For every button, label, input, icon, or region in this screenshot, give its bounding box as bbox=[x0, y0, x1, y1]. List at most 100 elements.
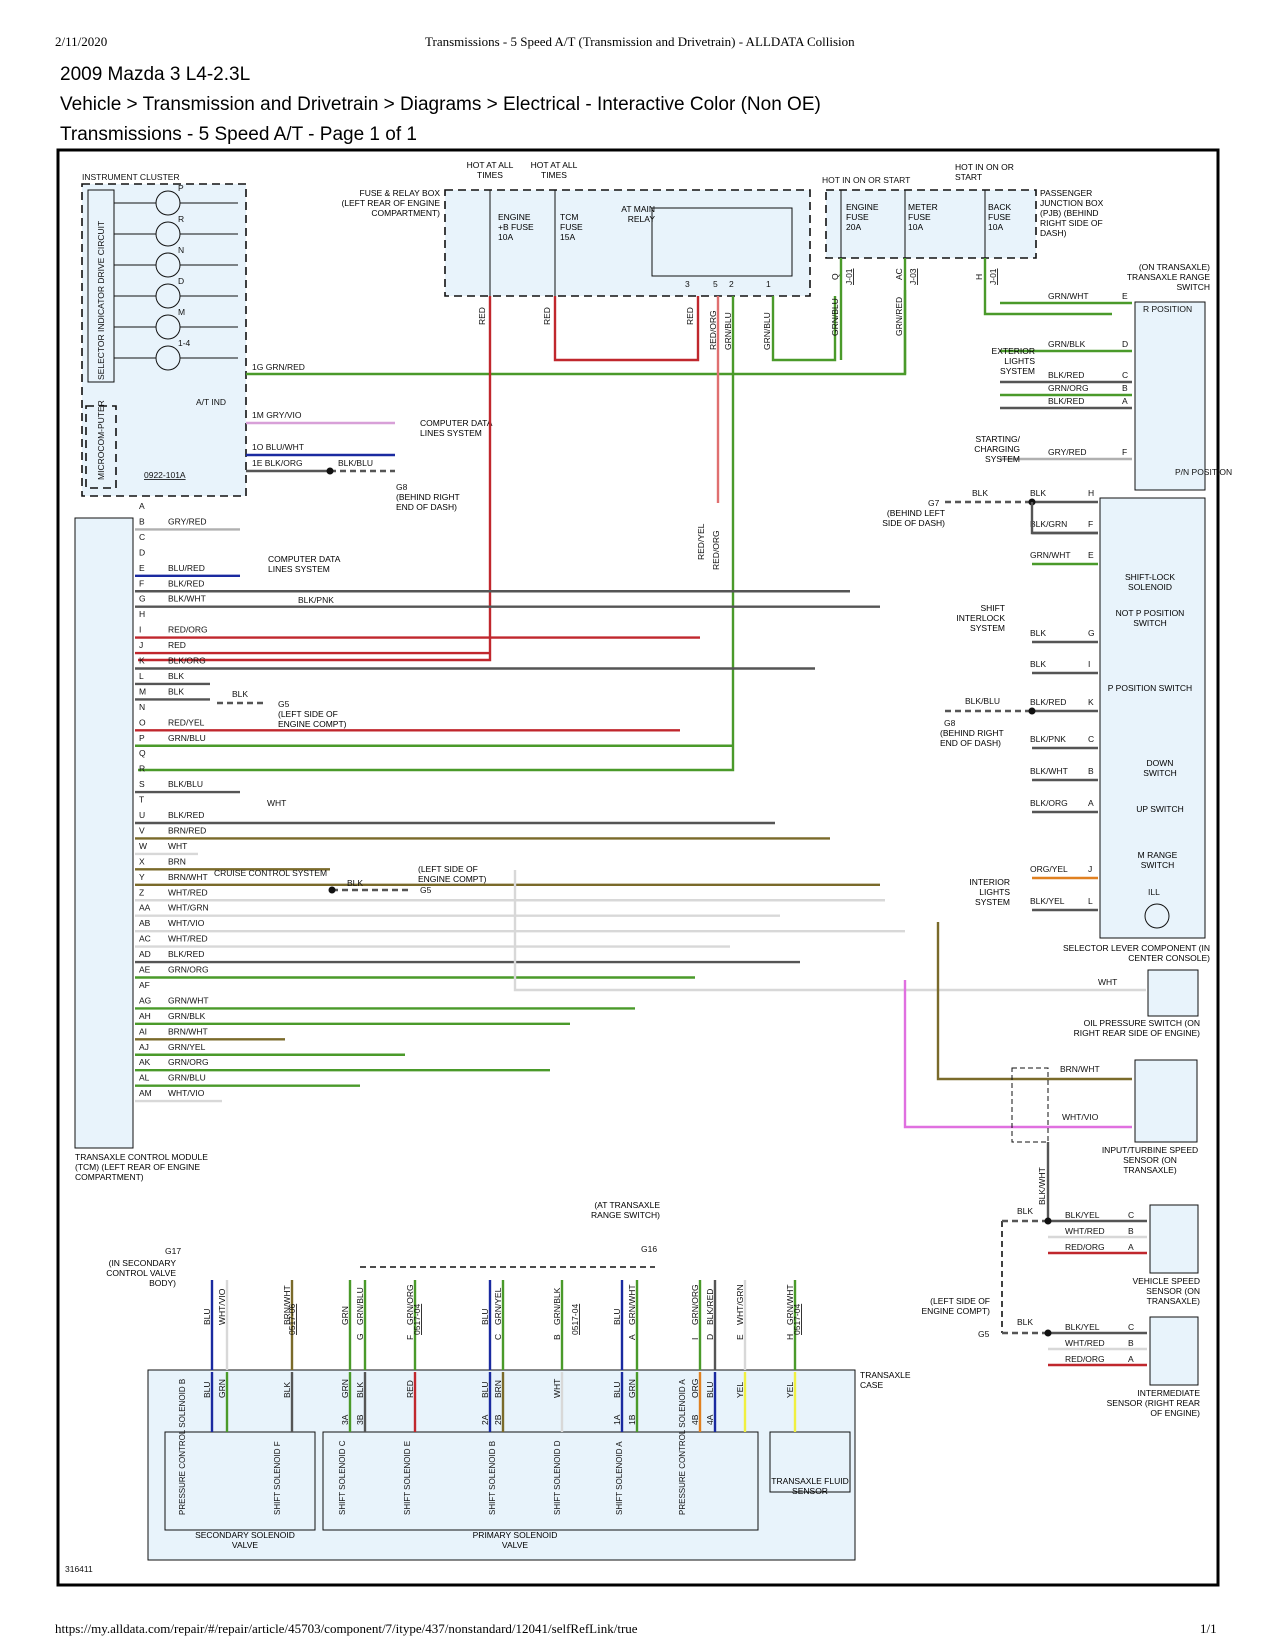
internal-wire-label: YEL bbox=[785, 1382, 795, 1398]
g8-ground-label: G8 bbox=[396, 482, 408, 492]
x-ground-location: (LEFT SIDE OF ENGINE COMPT) bbox=[418, 864, 487, 884]
pjb-hot-2: HOT IN ON OR START bbox=[955, 162, 1014, 182]
solenoid-label: SHIFT SOLENOID A bbox=[615, 1441, 624, 1515]
lever-wire-label: BLK bbox=[1030, 628, 1046, 638]
tcm-pin-letter: F bbox=[139, 578, 144, 588]
sensor-wire-label: RED/ORG bbox=[1065, 1242, 1105, 1252]
x-ground-wire: BLK bbox=[347, 878, 363, 888]
tcm-wire-label: BLU/RED bbox=[168, 563, 205, 573]
down-switch: DOWN SWITCH bbox=[1143, 758, 1177, 778]
pjb-pin-q: Q bbox=[830, 273, 840, 280]
tcm-pin-letter: O bbox=[139, 717, 146, 727]
sensor-pin-letter: C bbox=[1128, 1210, 1134, 1220]
pjb-title: PASSENGER JUNCTION BOX (PJB) (BEHIND RIG… bbox=[1040, 188, 1104, 238]
range-switch-title: (ON TRANSAXLE) TRANSAXLE RANGE SWITCH bbox=[1126, 262, 1210, 292]
harness-connector-label: 0517-04 bbox=[412, 1304, 422, 1335]
harness-wire-red-yel: RED/YEL bbox=[696, 523, 706, 560]
breadcrumb[interactable]: Vehicle > Transmission and Drivetrain > … bbox=[60, 94, 821, 115]
internal-wire-label: BLU bbox=[202, 1381, 212, 1398]
external-wire-label: GRN/ORG bbox=[690, 1284, 700, 1325]
internal-wire-label: GRN bbox=[340, 1379, 350, 1398]
harness-wire-red-org: RED/ORG bbox=[711, 530, 721, 570]
pjb-conn-ac: J-03 bbox=[908, 268, 918, 285]
range-wire-label: BLK/RED bbox=[1048, 396, 1084, 406]
illumination-bulb-icon bbox=[1144, 903, 1170, 929]
shift-interlock-label: SHIFT INTERLOCK SYSTEM bbox=[956, 603, 1005, 633]
cruise-control-label: CRUISE CONTROL SYSTEM bbox=[214, 868, 327, 878]
internal-wire-label: BLU bbox=[705, 1381, 715, 1398]
tcm-wire-label: GRN/ORG bbox=[168, 965, 209, 975]
internal-wire-label: BRN bbox=[493, 1380, 503, 1398]
internal-wire-label: BLK bbox=[355, 1382, 365, 1398]
sensor-pin-letter: A bbox=[1128, 1242, 1134, 1252]
solenoid-label: PRESSURE CONTROL SOLENOID A bbox=[678, 1379, 687, 1515]
external-wire-label: GRN/ORG bbox=[405, 1284, 415, 1325]
tcm-pin-letter: Y bbox=[139, 872, 145, 882]
lever-pin-letter: B bbox=[1088, 766, 1094, 776]
g8-label: G8 bbox=[944, 718, 956, 728]
wire-brn-wht-turbine bbox=[936, 922, 1132, 1081]
internal-pin-label: 4A bbox=[705, 1414, 715, 1425]
lm-ground-wire: BLK bbox=[232, 689, 248, 699]
tcm-wire-label: WHT/VIO bbox=[168, 918, 205, 928]
pin-1o: 1O BLU/WHT bbox=[252, 442, 304, 452]
pin-1e: 1E BLK/ORG bbox=[252, 458, 303, 468]
internal-wire-label: YEL bbox=[735, 1382, 745, 1398]
pin-1m: 1M GRY/VIO bbox=[252, 410, 302, 420]
harness-connector-label: 0517-04 bbox=[792, 1304, 802, 1335]
relay-pin: 2 bbox=[729, 279, 734, 289]
indicator-label: N bbox=[178, 245, 184, 255]
pn-position-label: P/N POSITION bbox=[1175, 467, 1232, 477]
engine-fuse-20a: ENGINE FUSE 20A bbox=[846, 202, 879, 232]
tcm-wire-label: GRY/RED bbox=[168, 516, 207, 526]
wire-blk-grn-f bbox=[1030, 502, 1098, 535]
external-wire-label: BRN/WHT bbox=[282, 1285, 292, 1325]
at-main-relay: AT MAIN RELAY bbox=[621, 204, 655, 224]
external-pin-label: E bbox=[735, 1334, 745, 1340]
up-switch: UP SWITCH bbox=[1136, 804, 1184, 814]
wire-grn-blu-relay2 bbox=[138, 296, 735, 772]
tcm-wire-label: BLK/ORG bbox=[168, 656, 206, 666]
lever-pin-letter: G bbox=[1088, 628, 1095, 638]
tcm-pin-letter: AF bbox=[139, 980, 150, 990]
solenoid-label: PRESSURE CONTROL SOLENOID B bbox=[178, 1379, 187, 1515]
range-wire-label: GRY/RED bbox=[1048, 447, 1087, 457]
lever-wire-label: BLK/RED bbox=[1030, 697, 1066, 707]
tcm-pin-letter: H bbox=[139, 609, 145, 619]
internal-wire-label: BLU bbox=[612, 1381, 622, 1398]
page-title: Transmissions - 5 Speed A/T - Page 1 of … bbox=[60, 124, 417, 145]
m-range-switch: M RANGE SWITCH bbox=[1137, 850, 1178, 870]
external-wire-label: GRN/BLK bbox=[552, 1287, 562, 1325]
tcm-pin-letter: X bbox=[139, 856, 145, 866]
passenger-junction-box: HOT IN ON OR START HOT IN ON OR START PA… bbox=[822, 162, 1104, 262]
transaxle-case-title: TRANSAXLE CASE bbox=[860, 1370, 911, 1390]
tcm-pin-letter: AG bbox=[139, 995, 151, 1005]
indicator-label: M bbox=[178, 307, 185, 317]
fuse-relay-box: FUSE & RELAY BOX (LEFT REAR OF ENGINE CO… bbox=[341, 160, 811, 300]
p-position-switch: P POSITION SWITCH bbox=[1107, 683, 1193, 693]
pjb-hot-1: HOT IN ON OR START bbox=[822, 175, 910, 185]
tcm-pin-letter: V bbox=[139, 825, 145, 835]
solenoid-label: SHIFT SOLENOID B bbox=[488, 1441, 497, 1515]
range-pin-letter: E bbox=[1122, 291, 1128, 301]
range-wire-label: BLK/RED bbox=[1048, 370, 1084, 380]
starting-charging-label: STARTING/ CHARGING SYSTEM bbox=[974, 434, 1020, 464]
tcm-pin-letter: AL bbox=[139, 1073, 150, 1083]
wire-wht-vio-turbine bbox=[903, 980, 1132, 1129]
pjb-conn-q: J-01 bbox=[844, 268, 854, 285]
sensor-wire-label: WHT/RED bbox=[1065, 1226, 1105, 1236]
footer-url[interactable]: https://my.alldata.com/repair/#/repair/a… bbox=[55, 1621, 638, 1636]
tcm-pin-letter: AC bbox=[139, 934, 151, 944]
indicator-label: P bbox=[178, 183, 184, 193]
tcm-pin-letter: Z bbox=[139, 887, 144, 897]
selector-lever-component: SELECTOR LEVER COMPONENT (IN CENTER CONS… bbox=[1063, 497, 1210, 963]
pin-1g: 1G GRN/RED bbox=[252, 362, 305, 372]
external-wire-label: GRN/BLU bbox=[355, 1287, 365, 1325]
external-pin-label: B bbox=[552, 1334, 562, 1340]
internal-pin-label: 2B bbox=[493, 1414, 503, 1425]
back-fuse-10a: BACK FUSE 10A bbox=[988, 202, 1012, 232]
lever-pin-letter: K bbox=[1088, 697, 1094, 707]
external-wire-label: BLU bbox=[612, 1308, 622, 1325]
tcm-pin-letter: G bbox=[139, 594, 146, 604]
range-wire-label: GRN/BLK bbox=[1048, 339, 1086, 349]
